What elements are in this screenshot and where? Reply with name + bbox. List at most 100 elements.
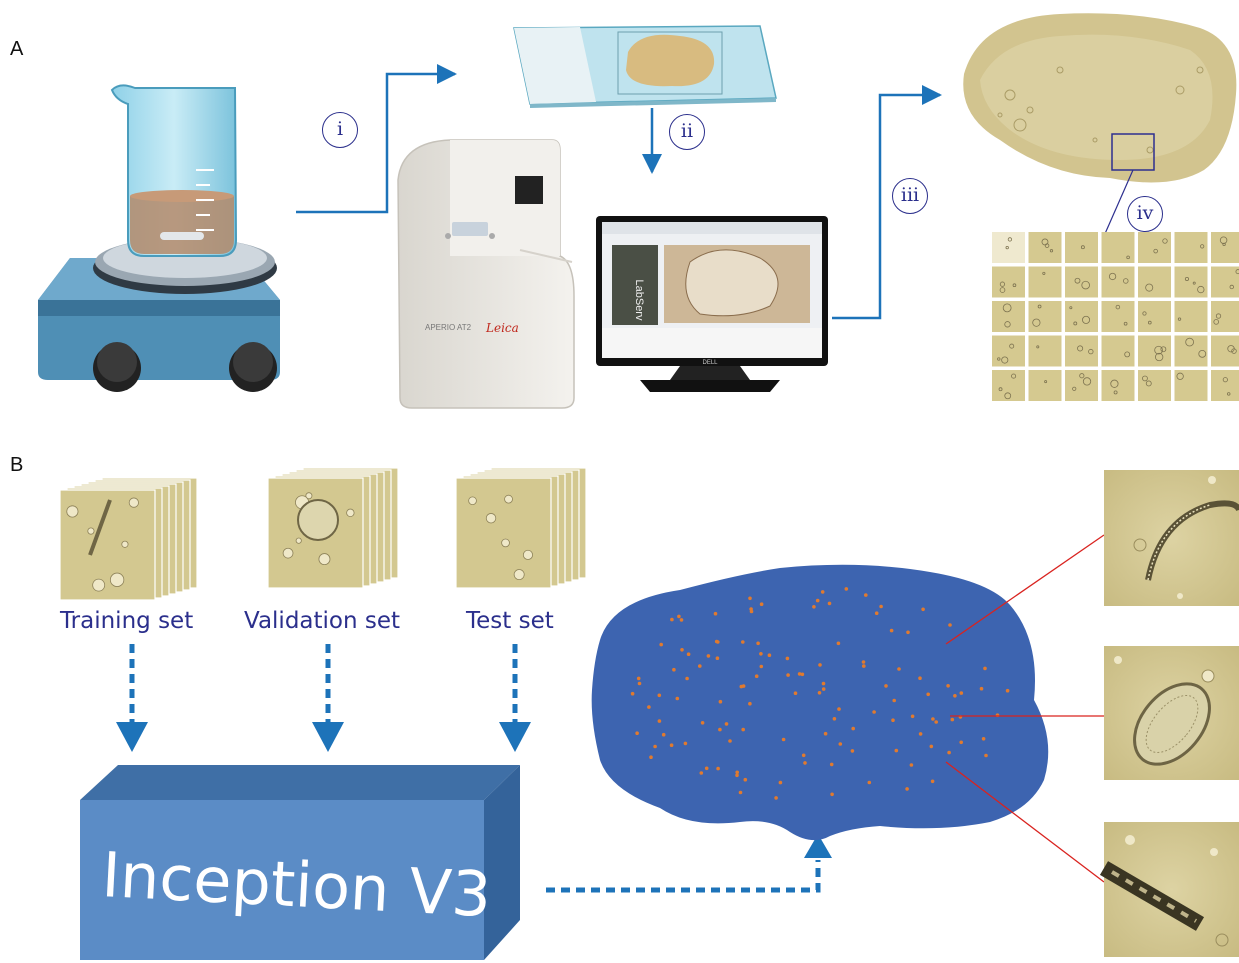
beaker-icon — [110, 84, 238, 257]
detection-dot — [812, 605, 816, 609]
detection-dot — [686, 652, 691, 656]
detection-dot — [815, 598, 820, 603]
detection-dot — [946, 684, 950, 688]
detection-connectors — [945, 534, 1105, 883]
arrow-i — [296, 64, 457, 214]
connector-bottom — [945, 761, 1105, 883]
arrow-model-to-prediction — [546, 860, 821, 893]
detection-dot — [844, 587, 849, 591]
step-iv-badge: iv — [1127, 196, 1163, 232]
test-image-stack — [455, 467, 587, 589]
microscopy-tile — [1174, 232, 1208, 263]
detection-dot — [738, 790, 743, 795]
microscopy-tile — [1028, 335, 1062, 367]
microscopy-tile — [1065, 335, 1098, 367]
detection-dot — [754, 674, 759, 678]
detection-dot — [984, 753, 988, 758]
detection-dot — [867, 780, 872, 785]
detection-dot — [669, 743, 674, 747]
microscopy-tile — [1101, 370, 1135, 401]
detection-dot — [774, 796, 778, 800]
detection-dot — [718, 727, 722, 732]
detection-dot — [743, 777, 748, 782]
detection-dot — [797, 672, 802, 676]
detection-dot — [906, 630, 910, 635]
detection-dot — [704, 766, 709, 771]
detection-dot — [918, 732, 923, 736]
detection-dots — [630, 587, 1010, 800]
detection-dot — [950, 717, 955, 722]
microscopy-tile — [1138, 232, 1171, 263]
detection-dot — [897, 667, 901, 671]
microscopy-tile — [1028, 301, 1062, 332]
microscopy-tile — [1138, 266, 1171, 298]
detection-dot — [947, 750, 951, 755]
detection-dot — [832, 717, 837, 721]
detection-dot — [879, 604, 883, 609]
detection-dot — [672, 667, 676, 672]
detection-dot — [649, 755, 653, 759]
detection-dot — [635, 731, 639, 735]
detection-dot — [749, 607, 753, 611]
detection-dot — [953, 694, 957, 698]
microscopy-tile — [1174, 370, 1208, 401]
detection-dot — [706, 654, 711, 658]
detection-dot — [979, 686, 984, 691]
detection-dot — [759, 602, 764, 606]
microscopy-tile — [1211, 266, 1239, 298]
microscopy-tile — [1138, 370, 1171, 401]
microscopy-tile — [1101, 335, 1135, 367]
detection-dot — [785, 656, 790, 661]
detection-dot — [874, 611, 879, 615]
detection-dot — [1005, 688, 1010, 693]
detection-dot — [909, 763, 914, 767]
detection-dot — [724, 722, 729, 726]
training-image-stack — [59, 477, 198, 601]
detection-dot — [670, 617, 674, 622]
microscopy-tile — [1174, 335, 1208, 367]
detection-crop-middle — [1104, 646, 1239, 780]
detection-dot — [850, 749, 855, 753]
scanner-model-label: APERIO AT2 — [425, 323, 472, 332]
microscopy-tile — [992, 232, 1025, 263]
tile-grid — [992, 232, 1239, 401]
detection-dot — [637, 681, 642, 686]
detection-dot — [884, 684, 888, 688]
detection-dot — [827, 601, 832, 606]
microscopy-tile — [1211, 370, 1239, 401]
microscopy-tile — [1065, 370, 1098, 401]
detection-dot — [959, 691, 964, 695]
microscopy-tile — [992, 335, 1025, 367]
scanner-brand-label: Leica — [485, 321, 519, 335]
detection-dot — [661, 732, 666, 737]
detection-dot — [837, 707, 841, 711]
microscopy-tile — [1174, 301, 1208, 332]
microscopy-tile — [1211, 335, 1239, 367]
detection-dot — [836, 641, 841, 646]
detection-dot — [926, 692, 930, 697]
microscopy-tile — [1138, 301, 1171, 332]
detection-dot — [741, 684, 746, 688]
monitor-slide-label: LabServ — [633, 280, 645, 321]
detection-dot — [981, 737, 986, 741]
detection-dot — [930, 779, 935, 784]
detection-dot — [862, 664, 866, 668]
validation-set-label: Validation set — [244, 608, 401, 634]
detection-dot — [959, 740, 963, 745]
microscopy-tile — [1174, 266, 1208, 298]
detection-dot — [759, 664, 764, 669]
arrow-heads-down — [116, 722, 531, 752]
microscopy-tile — [1211, 232, 1239, 263]
detection-dot — [716, 640, 720, 644]
detection-dot — [892, 698, 896, 703]
arrowhead-prediction-icon — [804, 834, 832, 858]
arrowhead-test-icon — [499, 722, 531, 752]
detection-dot — [891, 718, 895, 722]
microscopy-tile — [1138, 335, 1171, 367]
detection-dot — [872, 710, 876, 714]
microscopy-tile — [1028, 232, 1062, 263]
detection-dot — [675, 696, 680, 701]
smear-overview-image — [963, 13, 1237, 183]
detection-dot — [647, 705, 651, 709]
